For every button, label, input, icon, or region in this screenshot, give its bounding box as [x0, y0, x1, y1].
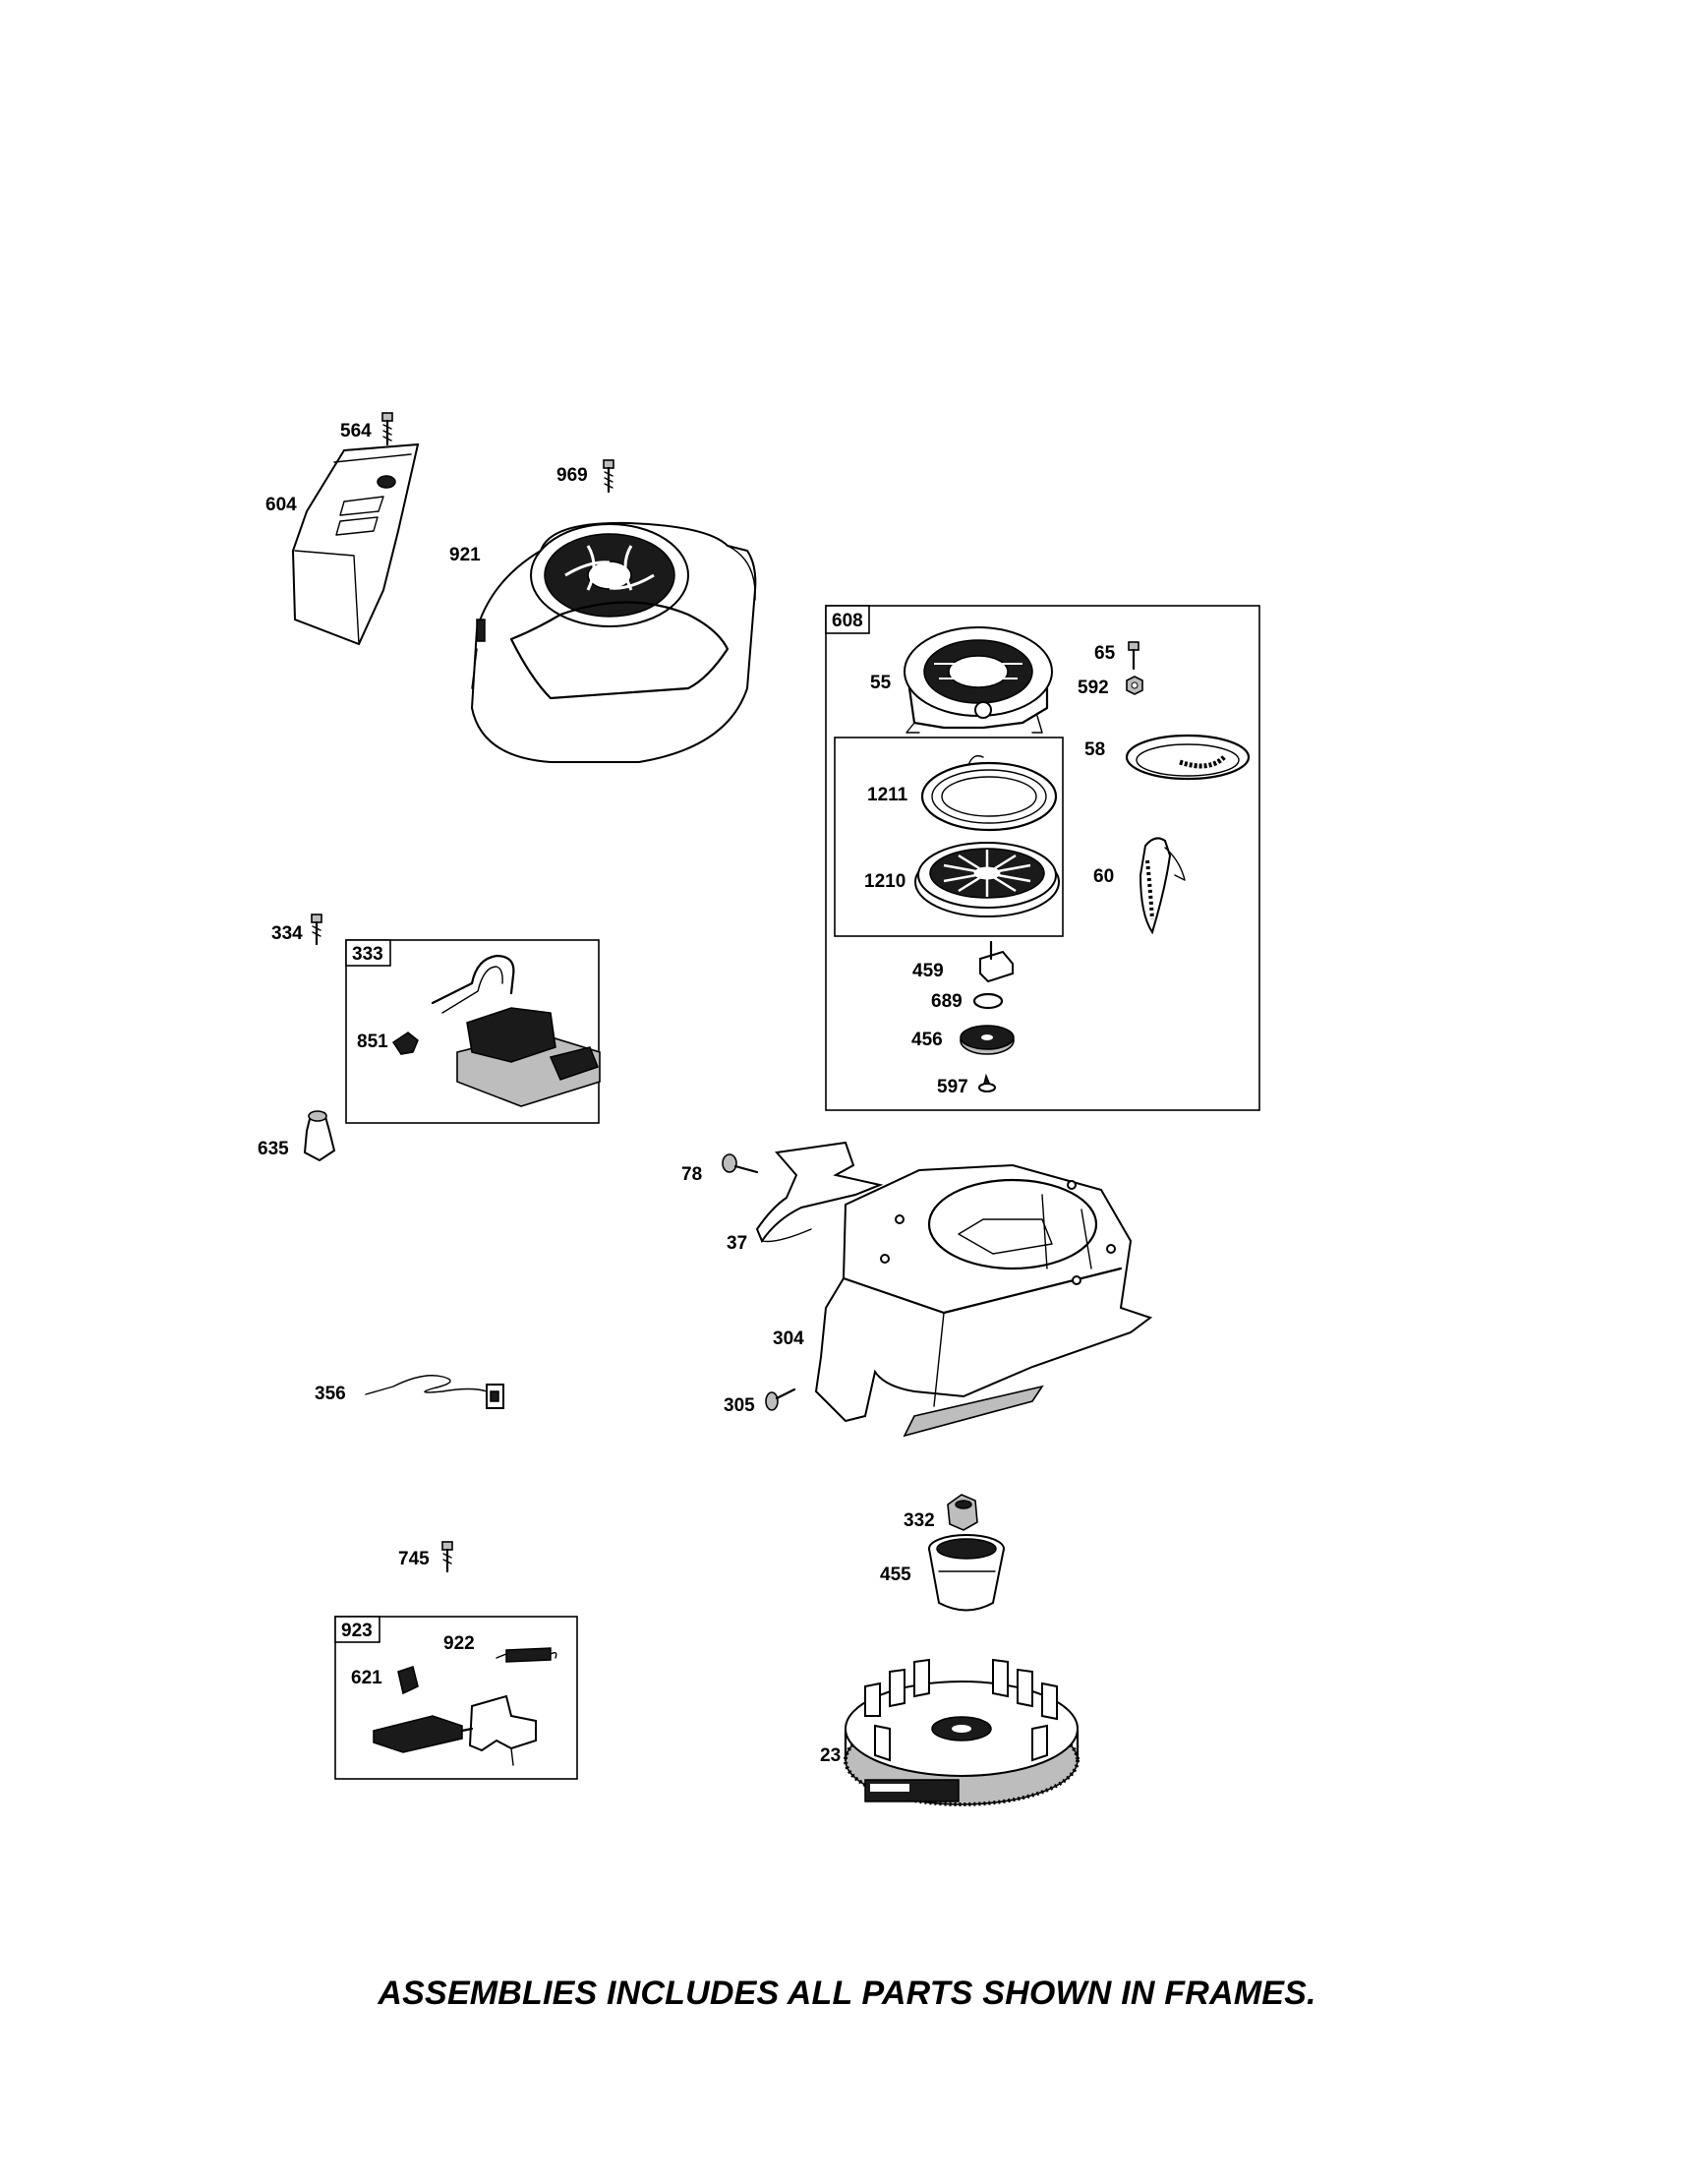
screw-597-drawing — [978, 1073, 996, 1092]
label-1211: 1211 — [867, 785, 908, 805]
clip-689-drawing — [972, 992, 1004, 1010]
frame-923-label: 923 — [341, 1621, 373, 1641]
label-356: 356 — [315, 1384, 346, 1404]
label-635: 635 — [258, 1139, 289, 1159]
frame-333-tagbox — [345, 939, 391, 967]
link-621-drawing — [397, 1666, 419, 1695]
label-55: 55 — [870, 673, 892, 693]
label-922: 922 — [443, 1633, 475, 1654]
screw-65-drawing — [1128, 641, 1139, 671]
frame-608 — [825, 605, 1260, 1111]
frame-608-label: 608 — [832, 611, 863, 631]
frame-333 — [345, 939, 600, 1124]
screw-334-drawing — [311, 914, 322, 946]
starter-cup-455-drawing — [928, 1534, 1005, 1612]
ignition-armature-drawing — [431, 954, 601, 1107]
governor-spring-922-drawing — [496, 1647, 557, 1663]
pawl-459-drawing — [979, 940, 1014, 983]
label-851: 851 — [357, 1032, 388, 1052]
label-1210: 1210 — [864, 871, 905, 892]
label-745: 745 — [398, 1549, 430, 1569]
air-guide-37-drawing — [755, 1141, 884, 1244]
label-305: 305 — [724, 1395, 755, 1416]
blower-housing-304-drawing — [814, 1163, 1153, 1438]
screw-78-drawing — [722, 1153, 759, 1174]
fitting-635-drawing — [303, 1110, 336, 1162]
label-689: 689 — [931, 991, 963, 1012]
label-456: 456 — [911, 1030, 943, 1050]
wire-356-drawing — [365, 1375, 504, 1409]
nut-592-drawing — [1126, 676, 1143, 695]
label-304: 304 — [773, 1328, 804, 1349]
screw-564-drawing — [381, 412, 393, 446]
inner-frame-1210-1211 — [834, 737, 1064, 937]
nut-332-drawing — [947, 1494, 978, 1531]
governor-bracket-drawing — [373, 1694, 537, 1766]
retainer-456-drawing — [960, 1025, 1015, 1055]
label-60: 60 — [1093, 866, 1114, 887]
starter-handle-60-drawing — [1139, 837, 1186, 935]
label-334: 334 — [271, 923, 303, 944]
label-969: 969 — [556, 465, 588, 486]
screw-305-drawing — [765, 1387, 796, 1411]
starter-rope-58-drawing — [1125, 734, 1251, 781]
frame-608-tagbox — [825, 605, 870, 634]
frame-923-tagbox — [334, 1616, 380, 1643]
label-37: 37 — [727, 1233, 747, 1254]
label-604: 604 — [265, 495, 297, 515]
label-58: 58 — [1084, 739, 1105, 760]
label-592: 592 — [1078, 678, 1109, 698]
ground-wire-851-drawing — [391, 1032, 419, 1055]
screw-969-drawing — [603, 459, 614, 494]
pulley-1210-drawing — [914, 842, 1060, 917]
label-921: 921 — [449, 545, 481, 565]
starter-housing-55-drawing — [904, 626, 1053, 734]
frame-923 — [334, 1616, 578, 1780]
label-23: 23 — [820, 1745, 841, 1766]
label-455: 455 — [880, 1564, 911, 1585]
label-332: 332 — [904, 1510, 935, 1531]
label-459: 459 — [912, 961, 944, 981]
rewind-spring-1211-drawing — [920, 754, 1058, 832]
assemblies-caption: ASSEMBLIES INCLUDES ALL PARTS SHOWN IN F… — [378, 1975, 1316, 2012]
blower-housing-921-drawing — [470, 521, 757, 763]
flywheel-23-drawing — [844, 1658, 1080, 1806]
label-621: 621 — [351, 1668, 382, 1688]
label-65: 65 — [1094, 643, 1116, 664]
screw-745-drawing — [441, 1541, 453, 1573]
label-564: 564 — [340, 421, 372, 442]
label-597: 597 — [937, 1077, 968, 1097]
frame-333-label: 333 — [352, 944, 383, 965]
air-guide-604-drawing — [291, 443, 420, 646]
label-78: 78 — [681, 1164, 702, 1185]
